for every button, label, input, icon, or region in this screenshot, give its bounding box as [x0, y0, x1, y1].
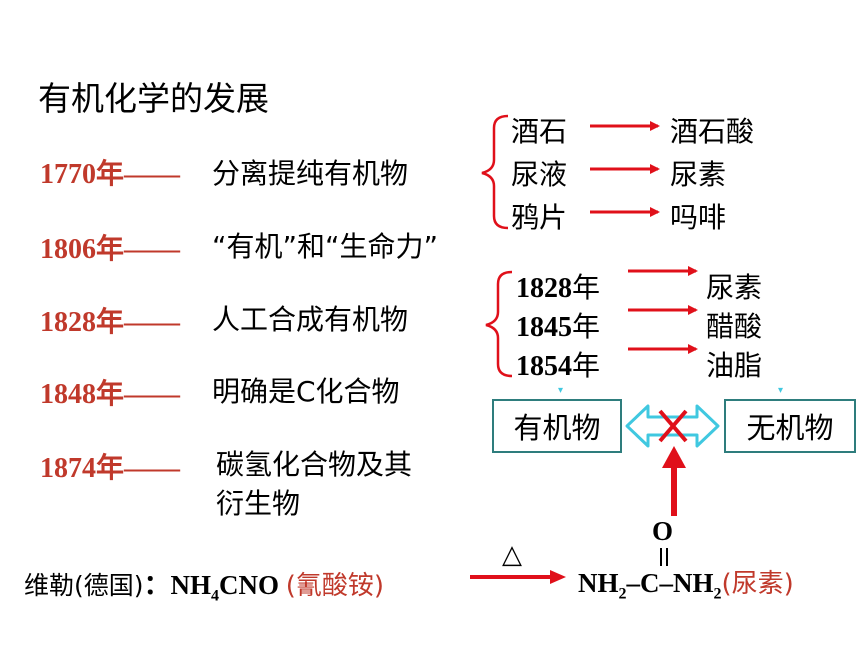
reaction-equation-left: 维勒(德国)：NH4CNO (氰酸铵)	[24, 570, 385, 605]
extraction-to-1: 酒石酸	[670, 115, 755, 148]
up-arrow-head-icon	[662, 446, 686, 468]
inorganic-label: 无机物	[746, 411, 834, 445]
carbonyl-oxygen: O	[652, 516, 674, 546]
timeline-year-1848: 1848年——	[40, 379, 181, 410]
synthesis-product-1: 尿素	[706, 271, 763, 304]
timeline-desc-1828: 人工合成有机物	[212, 303, 409, 336]
timeline-desc-1874-line2: 衍生物	[216, 487, 301, 520]
synthesis-year-1845: 1845年	[516, 310, 601, 343]
reaction-equation-right: NH2–C–NH2(尿素)	[578, 568, 794, 603]
reaction-arrow-head-icon	[550, 570, 566, 584]
tick-mark-right-icon: ▾	[778, 385, 783, 396]
tick-mark-left-icon: ▾	[558, 385, 563, 396]
page-title: 有机化学的发展	[38, 79, 269, 118]
timeline-year-1828: 1828年——	[40, 307, 181, 338]
synthesis-product-2: 醋酸	[706, 310, 763, 343]
extraction-from-2: 尿液	[511, 158, 568, 191]
timeline-year-1770: 1770年——	[40, 159, 181, 190]
extraction-from-3: 鸦片	[511, 201, 568, 234]
organic-label: 有机物	[513, 411, 601, 445]
organic-box: 有机物	[492, 399, 622, 453]
synthesis-year-1854: 1854年	[516, 349, 601, 382]
synthesis-product-3: 油脂	[706, 349, 763, 382]
inorganic-box: 无机物	[724, 399, 856, 453]
timeline-desc-1848: 明确是C化合物	[212, 375, 400, 408]
synthesis-brace-icon	[485, 270, 513, 378]
extraction-to-3: 吗啡	[670, 201, 727, 234]
cross-icon-b	[658, 409, 688, 443]
extraction-from-1: 酒石	[511, 115, 568, 148]
synthesis-year-1828: 1828年	[516, 271, 601, 304]
timeline-year-1806: 1806年——	[40, 234, 181, 265]
timeline-desc-1806: “有机”和“生命力”	[212, 230, 439, 263]
timeline-desc-1770: 分离提纯有机物	[212, 157, 409, 190]
timeline-year-1874: 1874年——	[40, 453, 181, 484]
extraction-brace-icon	[481, 114, 509, 230]
heat-condition-icon: △	[502, 540, 522, 570]
extraction-to-2: 尿素	[670, 158, 727, 191]
timeline-desc-1874: 碳氢化合物及其	[216, 448, 413, 481]
